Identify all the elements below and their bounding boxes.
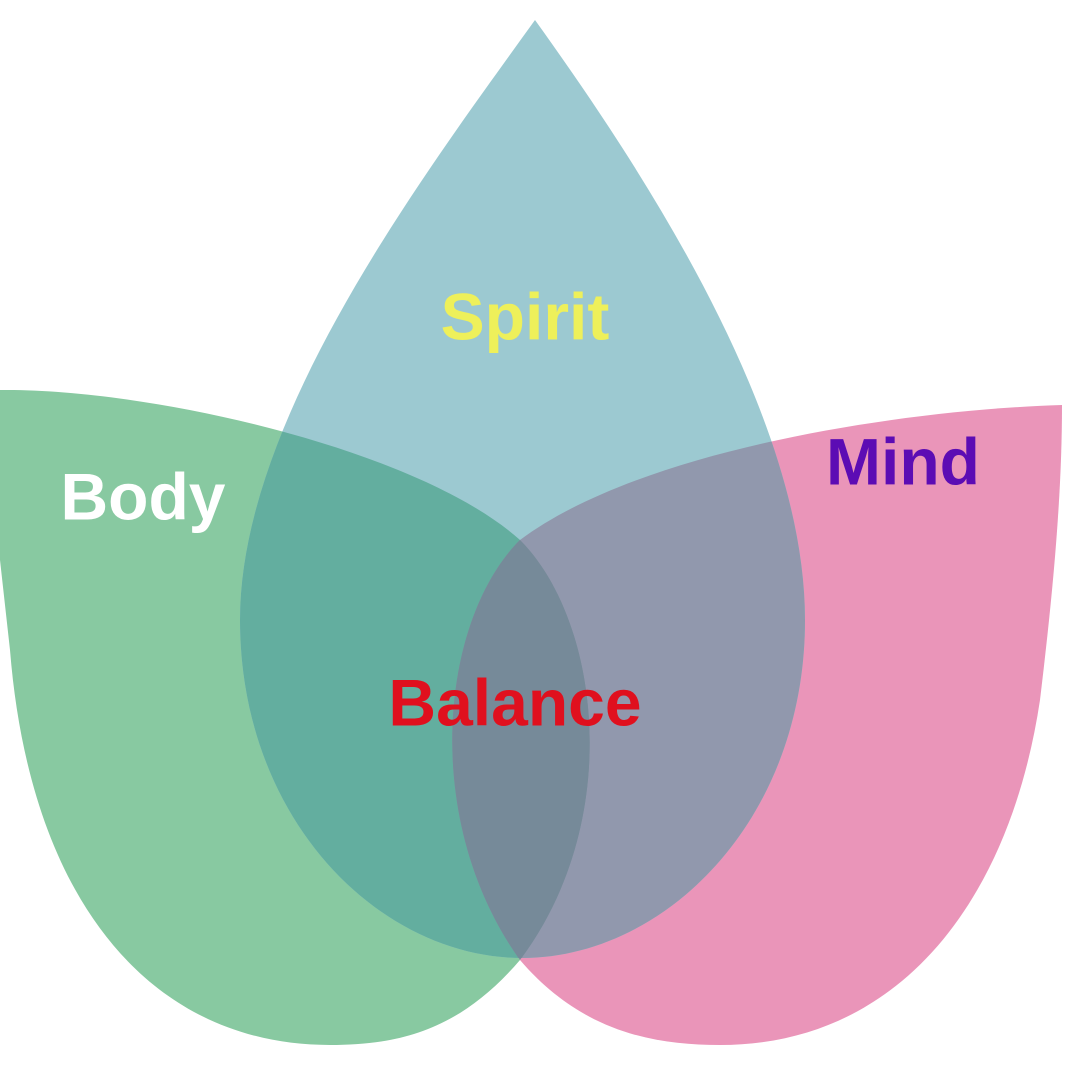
body-label: Body: [61, 459, 226, 533]
mind-label: Mind: [826, 424, 980, 498]
balance-label: Balance: [388, 665, 641, 739]
spirit-label: Spirit: [441, 279, 610, 353]
